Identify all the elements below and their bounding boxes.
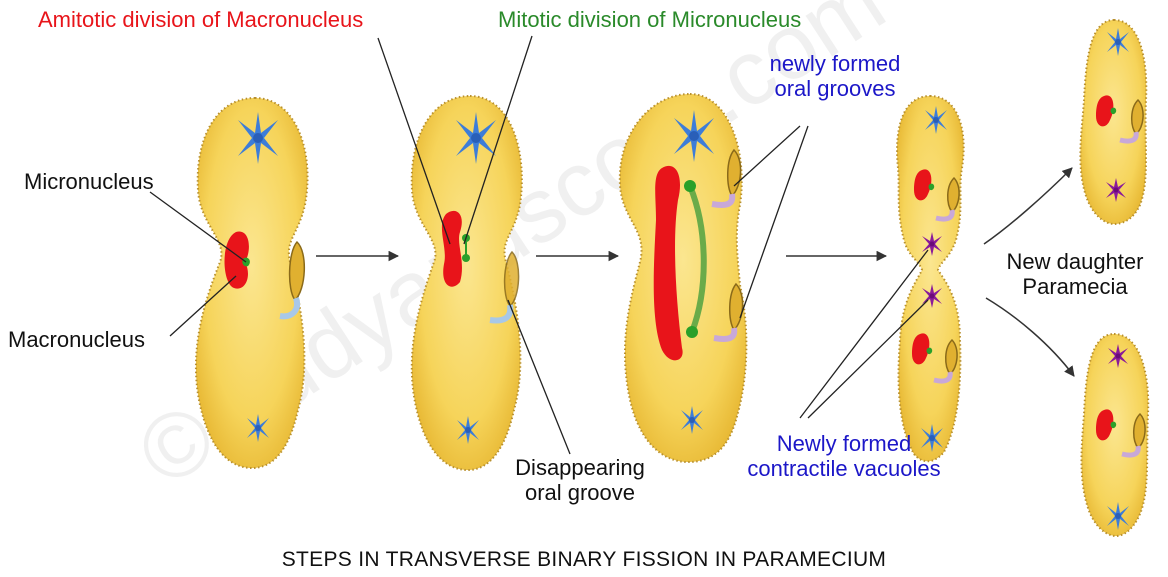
disappearing-line-2: oral groove bbox=[490, 481, 670, 506]
paramecium-daughter-top bbox=[1080, 20, 1146, 224]
micronucleus bbox=[684, 180, 696, 192]
daughter-line-1: New daughter bbox=[980, 250, 1168, 275]
diagram-caption: STEPS IN TRANSVERSE BINARY FISSION IN PA… bbox=[0, 548, 1168, 572]
paramecium-stage-2 bbox=[412, 96, 522, 470]
grooves-line-1: newly formed bbox=[740, 52, 930, 77]
macronucleus-label: Macronucleus bbox=[8, 328, 145, 353]
curved-arrow-icon bbox=[984, 168, 1072, 244]
cell-body bbox=[897, 96, 964, 461]
mitotic-division-label: Mitotic division of Micronucleus bbox=[498, 8, 801, 33]
disappearing-oral-groove-label: Disappearing oral groove bbox=[490, 456, 670, 505]
newly-formed-oral-grooves-label: newly formed oral grooves bbox=[740, 52, 930, 101]
grooves-line-2: oral grooves bbox=[740, 77, 930, 102]
vacuoles-line-1: Newly formed bbox=[728, 432, 960, 457]
micronucleus-label: Micronucleus bbox=[24, 170, 154, 195]
newly-formed-contractile-vacuoles-label: Newly formed contractile vacuoles bbox=[728, 432, 960, 481]
cell-body bbox=[620, 94, 747, 462]
curved-arrow-icon bbox=[986, 298, 1074, 376]
paramecium-daughter-bottom bbox=[1082, 334, 1149, 536]
macronucleus bbox=[442, 211, 462, 287]
amitotic-division-label: Amitotic division of Macronucleus bbox=[38, 8, 363, 33]
oral-groove bbox=[290, 242, 305, 300]
micronucleus bbox=[686, 326, 698, 338]
new-daughter-paramecia-label: New daughter Paramecia bbox=[980, 250, 1168, 299]
paramecium-stage-1 bbox=[196, 98, 308, 468]
disappearing-line-1: Disappearing bbox=[490, 456, 670, 481]
paramecium-stage-4 bbox=[897, 96, 964, 461]
daughter-line-2: Paramecia bbox=[980, 275, 1168, 300]
vacuoles-line-2: contractile vacuoles bbox=[728, 457, 960, 482]
oral-groove bbox=[505, 252, 519, 306]
paramecium-stage-3 bbox=[620, 94, 747, 462]
